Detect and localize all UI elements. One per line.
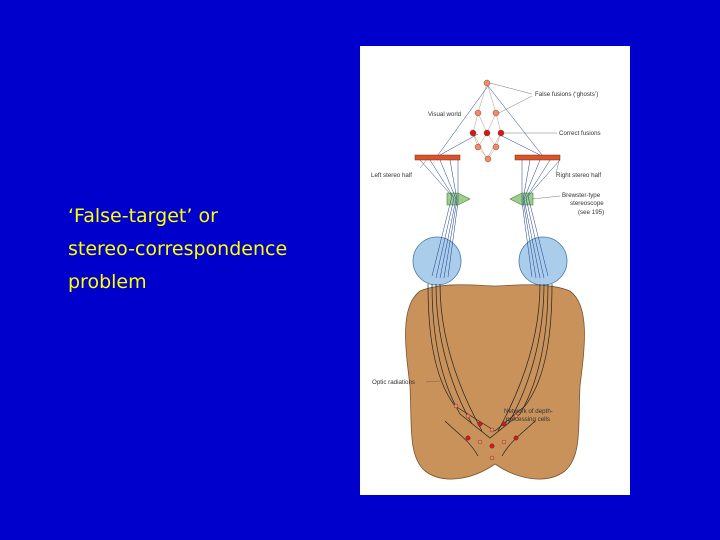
optic-radiations bbox=[427, 283, 553, 457]
false-fusion-point bbox=[474, 143, 482, 151]
slide-text-line-2: stereo-correspondence bbox=[68, 238, 288, 260]
light-rays bbox=[419, 85, 561, 279]
label-stereoscope-2: stereoscope bbox=[570, 200, 604, 207]
label-network-1: Network of depth- bbox=[504, 408, 553, 415]
left-eye bbox=[412, 236, 462, 286]
slide-text-line-3: problem bbox=[68, 271, 147, 293]
label-network-2: processing cells bbox=[506, 416, 550, 423]
label-false-fusions: False fusions (‘ghosts’) bbox=[535, 91, 598, 98]
stereo-diagram-figure: False fusions (‘ghosts’) Visual world Co… bbox=[360, 46, 630, 495]
false-fusion-point bbox=[484, 155, 492, 163]
correct-fusion-point bbox=[497, 129, 505, 137]
left-stereo-plate bbox=[414, 154, 461, 161]
leader-lines bbox=[419, 82, 561, 423]
label-correct-fusions: Correct fusions bbox=[559, 130, 601, 137]
right-stereo-plate bbox=[514, 154, 561, 161]
slide-text: ‘False-target’ or stereo-correspondence … bbox=[68, 200, 348, 299]
false-fusion-point bbox=[492, 109, 500, 117]
correct-fusion-point bbox=[483, 129, 491, 137]
false-fusion-point bbox=[492, 143, 500, 151]
label-optic-radiations: Optic radiations bbox=[372, 379, 415, 386]
label-visual-world: Visual world bbox=[428, 111, 462, 118]
slide-text-line-1: ‘False-target’ or bbox=[68, 205, 218, 227]
stereo-diagram: False fusions (‘ghosts’) Visual world Co… bbox=[371, 79, 604, 480]
label-right-stereo-half: Right stereo half bbox=[556, 172, 601, 179]
label-stereoscope-3: (see 195) bbox=[578, 209, 604, 216]
right-eye bbox=[518, 236, 568, 286]
brain-shape bbox=[405, 284, 585, 480]
false-fusion-point bbox=[483, 79, 491, 87]
fusion-points bbox=[469, 79, 505, 163]
label-stereoscope-1: Brewster-type bbox=[562, 192, 601, 199]
label-left-stereo-half: Left stereo half bbox=[371, 172, 412, 179]
false-fusion-point bbox=[474, 109, 482, 117]
correct-fusion-point bbox=[469, 129, 477, 137]
depth-cells bbox=[453, 403, 519, 461]
